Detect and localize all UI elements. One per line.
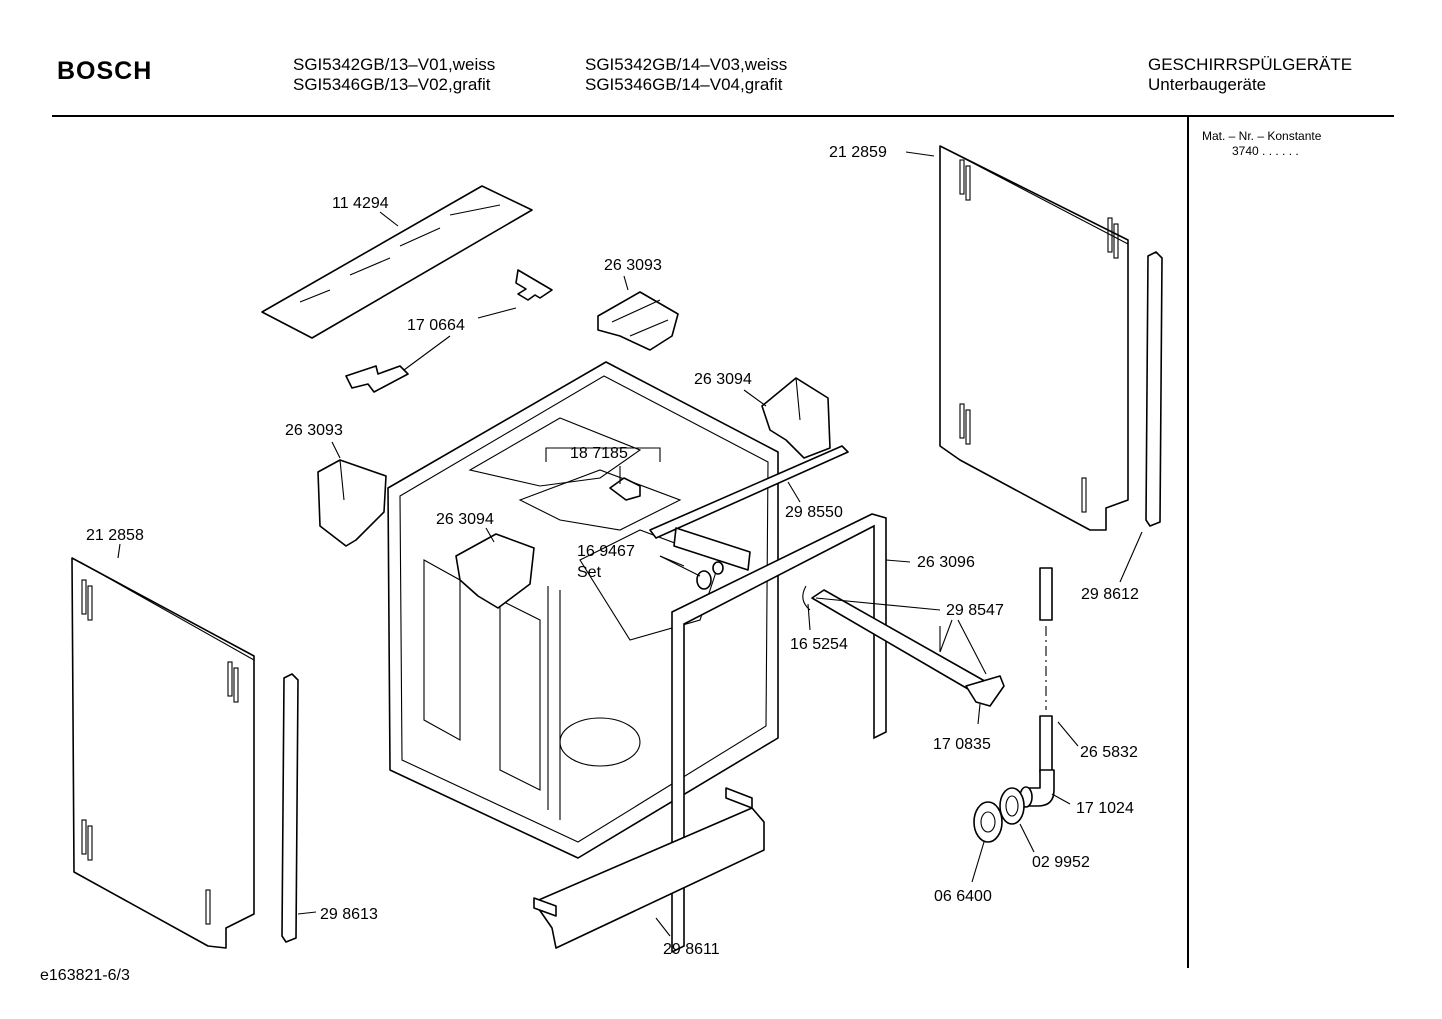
part-label-298611: 29 8611 (663, 941, 720, 958)
mounting-bracket[interactable] (345, 365, 409, 393)
part-label-169467: 16 9467 (577, 543, 635, 560)
cover-clip[interactable] (761, 377, 831, 459)
part-label-170664: 17 0664 (407, 317, 465, 334)
model-line: SGI5346GB/14–V04,grafit (585, 75, 783, 94)
mat-nr-label: Mat. – Nr. – Konstante (1202, 129, 1322, 143)
part-label-263093-top: 26 3093 (604, 257, 662, 274)
part-label-171024: 17 1024 (1076, 800, 1134, 817)
foot-bar[interactable] (802, 585, 1005, 707)
mounting-bracket[interactable] (515, 269, 553, 301)
dishwasher-tub[interactable] (387, 361, 779, 859)
elbow-connector[interactable] (1019, 769, 1055, 808)
right-side-panel[interactable] (939, 145, 1129, 531)
part-label-298613: 29 8613 (320, 906, 378, 923)
part-label-263094-mid: 26 3094 (436, 511, 494, 528)
model-line: SGI5346GB/13–V02,grafit (293, 75, 491, 94)
part-label-212858: 21 2858 (86, 527, 144, 544)
fastening-clip[interactable] (597, 291, 679, 351)
exploded-parts-diagram: 21 2859 11 4294 26 3093 17 0664 26 3094 … (71, 144, 1163, 958)
part-label-263094-top: 26 3094 (694, 371, 752, 388)
part-label-263096: 26 3096 (917, 554, 975, 571)
model-line: SGI5342GB/14–V03,weiss (585, 55, 788, 74)
part-label-212859: 21 2859 (829, 144, 887, 161)
plinth-panel[interactable] (533, 787, 765, 949)
part-label-165254: 16 5254 (790, 636, 848, 653)
part-label-set: Set (577, 564, 602, 581)
drawing-id: e163821-6/3 (40, 967, 130, 984)
left-side-panel[interactable] (71, 557, 255, 949)
part-label-298612: 29 8612 (1081, 586, 1139, 603)
model-list-col2: SGI5342GB/14–V03,weiss SGI5346GB/14–V04,… (585, 55, 787, 95)
mat-nr-value: 3740 . . . . . . (1232, 144, 1299, 158)
part-label-114294: 11 4294 (332, 195, 389, 212)
drain-hose[interactable] (1039, 567, 1053, 773)
category-line: Unterbaugeräte (1148, 75, 1267, 94)
part-label-298547: 29 8547 (946, 602, 1004, 619)
side-trim-strip[interactable] (281, 673, 299, 943)
model-line: SGI5342GB/13–V01,weiss (293, 55, 496, 74)
cover-clip[interactable] (455, 533, 535, 609)
holder-clip[interactable] (609, 477, 641, 501)
part-label-170835: 17 0835 (933, 736, 991, 753)
part-label-066400: 06 6400 (934, 888, 992, 905)
fastening-clip[interactable] (317, 459, 387, 547)
side-trim-strip[interactable] (1145, 251, 1163, 527)
part-label-298550: 29 8550 (785, 504, 843, 521)
hinge-set[interactable] (673, 527, 751, 590)
screw-cap[interactable] (973, 801, 1003, 843)
part-label-263093-left: 26 3093 (285, 422, 343, 439)
leader-lines (117, 151, 1143, 937)
model-list-col1: SGI5342GB/13–V01,weiss SGI5346GB/13–V02,… (293, 55, 495, 95)
mat-nr-block: Mat. – Nr. – Konstante 3740 . . . . . . (1202, 129, 1321, 159)
insulation-plate[interactable] (261, 185, 533, 339)
part-label-265832: 26 5832 (1080, 744, 1138, 761)
side-divider (1187, 116, 1189, 968)
sealing-ring[interactable] (999, 787, 1025, 825)
header-divider (52, 115, 1394, 117)
part-label-029952: 02 9952 (1032, 854, 1090, 871)
brand-logo: BOSCH (57, 57, 153, 85)
category-title: GESCHIRRSPÜLGERÄTE Unterbaugeräte (1148, 55, 1352, 95)
seal-strip[interactable] (649, 445, 849, 539)
part-label-187185: 18 7185 (570, 445, 628, 462)
category-line: GESCHIRRSPÜLGERÄTE (1148, 55, 1353, 74)
